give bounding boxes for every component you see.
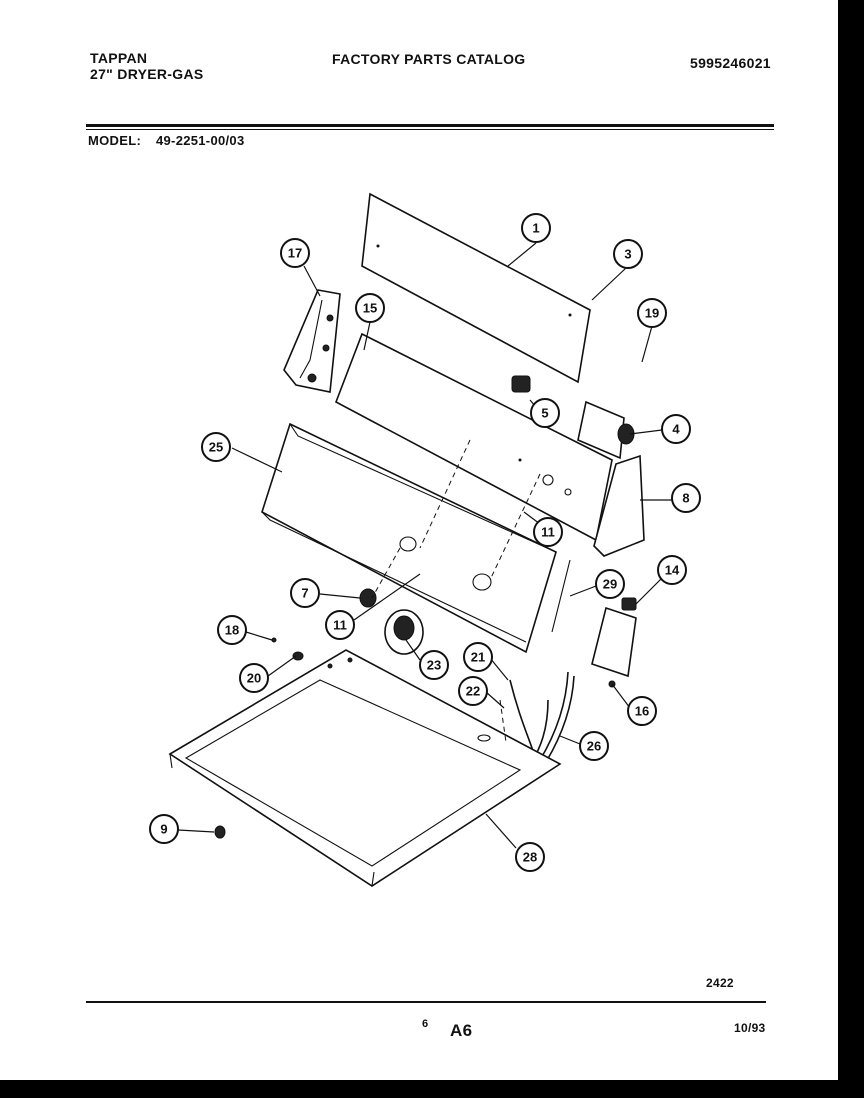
callout-17: 17 <box>280 238 310 268</box>
svg-text:26: 26 <box>587 739 601 754</box>
svg-text:9: 9 <box>160 822 167 837</box>
section-code: A6 <box>450 1021 473 1040</box>
svg-text:8: 8 <box>682 491 689 506</box>
svg-text:5: 5 <box>541 406 548 421</box>
console-part <box>261 422 557 654</box>
callout-18: 18 <box>217 615 247 645</box>
back-panel-part <box>361 192 591 384</box>
callout-9: 9 <box>149 814 179 844</box>
callout-29: 29 <box>595 569 625 599</box>
svg-text:17: 17 <box>288 246 302 261</box>
catalog-sheet: TAPPAN 27" DRYER-GAS FACTORY PARTS CATAL… <box>0 0 838 1080</box>
svg-text:25: 25 <box>209 440 223 455</box>
footer-rule <box>86 1001 766 1003</box>
callout-11-upper: 11 <box>533 517 563 547</box>
right-end-cap-part <box>593 454 645 557</box>
header-rule-thick <box>86 124 774 127</box>
callout-22: 22 <box>458 676 488 706</box>
svg-text:4: 4 <box>672 422 680 437</box>
page-number: 6 <box>422 1018 429 1030</box>
svg-text:23: 23 <box>427 658 441 673</box>
callout-14: 14 <box>657 555 687 585</box>
svg-text:14: 14 <box>665 563 680 578</box>
svg-text:19: 19 <box>645 306 659 321</box>
svg-text:15: 15 <box>363 301 377 316</box>
svg-text:18: 18 <box>225 623 239 638</box>
callout-8: 8 <box>671 483 701 513</box>
catalog-title: FACTORY PARTS CATALOG <box>332 51 526 67</box>
selector-switch-part <box>511 375 531 393</box>
model-number: 49-2251-00/03 <box>156 133 245 148</box>
brand-name: TAPPAN <box>90 50 148 66</box>
callout-4: 4 <box>661 414 691 444</box>
callout-1: 1 <box>521 213 551 243</box>
callout-15: 15 <box>355 293 385 323</box>
callout-11-lower: 11 <box>325 610 355 640</box>
screw-part <box>214 825 226 839</box>
svg-text:7: 7 <box>301 586 308 601</box>
svg-text:22: 22 <box>466 684 480 699</box>
svg-text:11: 11 <box>541 525 555 540</box>
model-label: MODEL: <box>88 133 142 148</box>
svg-text:3: 3 <box>624 247 631 262</box>
svg-text:29: 29 <box>603 577 617 592</box>
callout-5: 5 <box>530 398 560 428</box>
svg-text:16: 16 <box>635 704 649 719</box>
callout-19: 19 <box>637 298 667 328</box>
svg-text:11: 11 <box>333 618 347 633</box>
top-panel-part <box>168 649 562 887</box>
svg-text:20: 20 <box>247 671 261 686</box>
timer-part <box>577 400 625 460</box>
callout-26: 26 <box>579 731 609 761</box>
footer-date: 10/93 <box>734 1021 766 1035</box>
callout-3: 3 <box>613 239 643 269</box>
svg-text:1: 1 <box>532 221 539 236</box>
callout-7: 7 <box>290 578 320 608</box>
svg-text:21: 21 <box>471 650 485 665</box>
left-end-cap-part <box>283 289 341 393</box>
callout-21: 21 <box>463 642 493 672</box>
callout-16: 16 <box>627 696 657 726</box>
exploded-parts-diagram: 1 3 17 15 19 5 4 25 8 11 7 11 29 14 18 2… <box>149 192 701 887</box>
header-rule-thin <box>86 129 774 130</box>
door-switch-part <box>591 606 637 678</box>
callout-20: 20 <box>239 663 269 693</box>
callout-28: 28 <box>515 842 545 872</box>
catalog-number: 5995246021 <box>690 55 771 71</box>
knob-part <box>359 588 377 608</box>
diagram-number: 2422 <box>706 976 734 990</box>
product-name: 27" DRYER-GAS <box>90 66 204 82</box>
callout-23: 23 <box>419 650 449 680</box>
callout-25: 25 <box>201 432 231 462</box>
svg-text:28: 28 <box>523 850 537 865</box>
